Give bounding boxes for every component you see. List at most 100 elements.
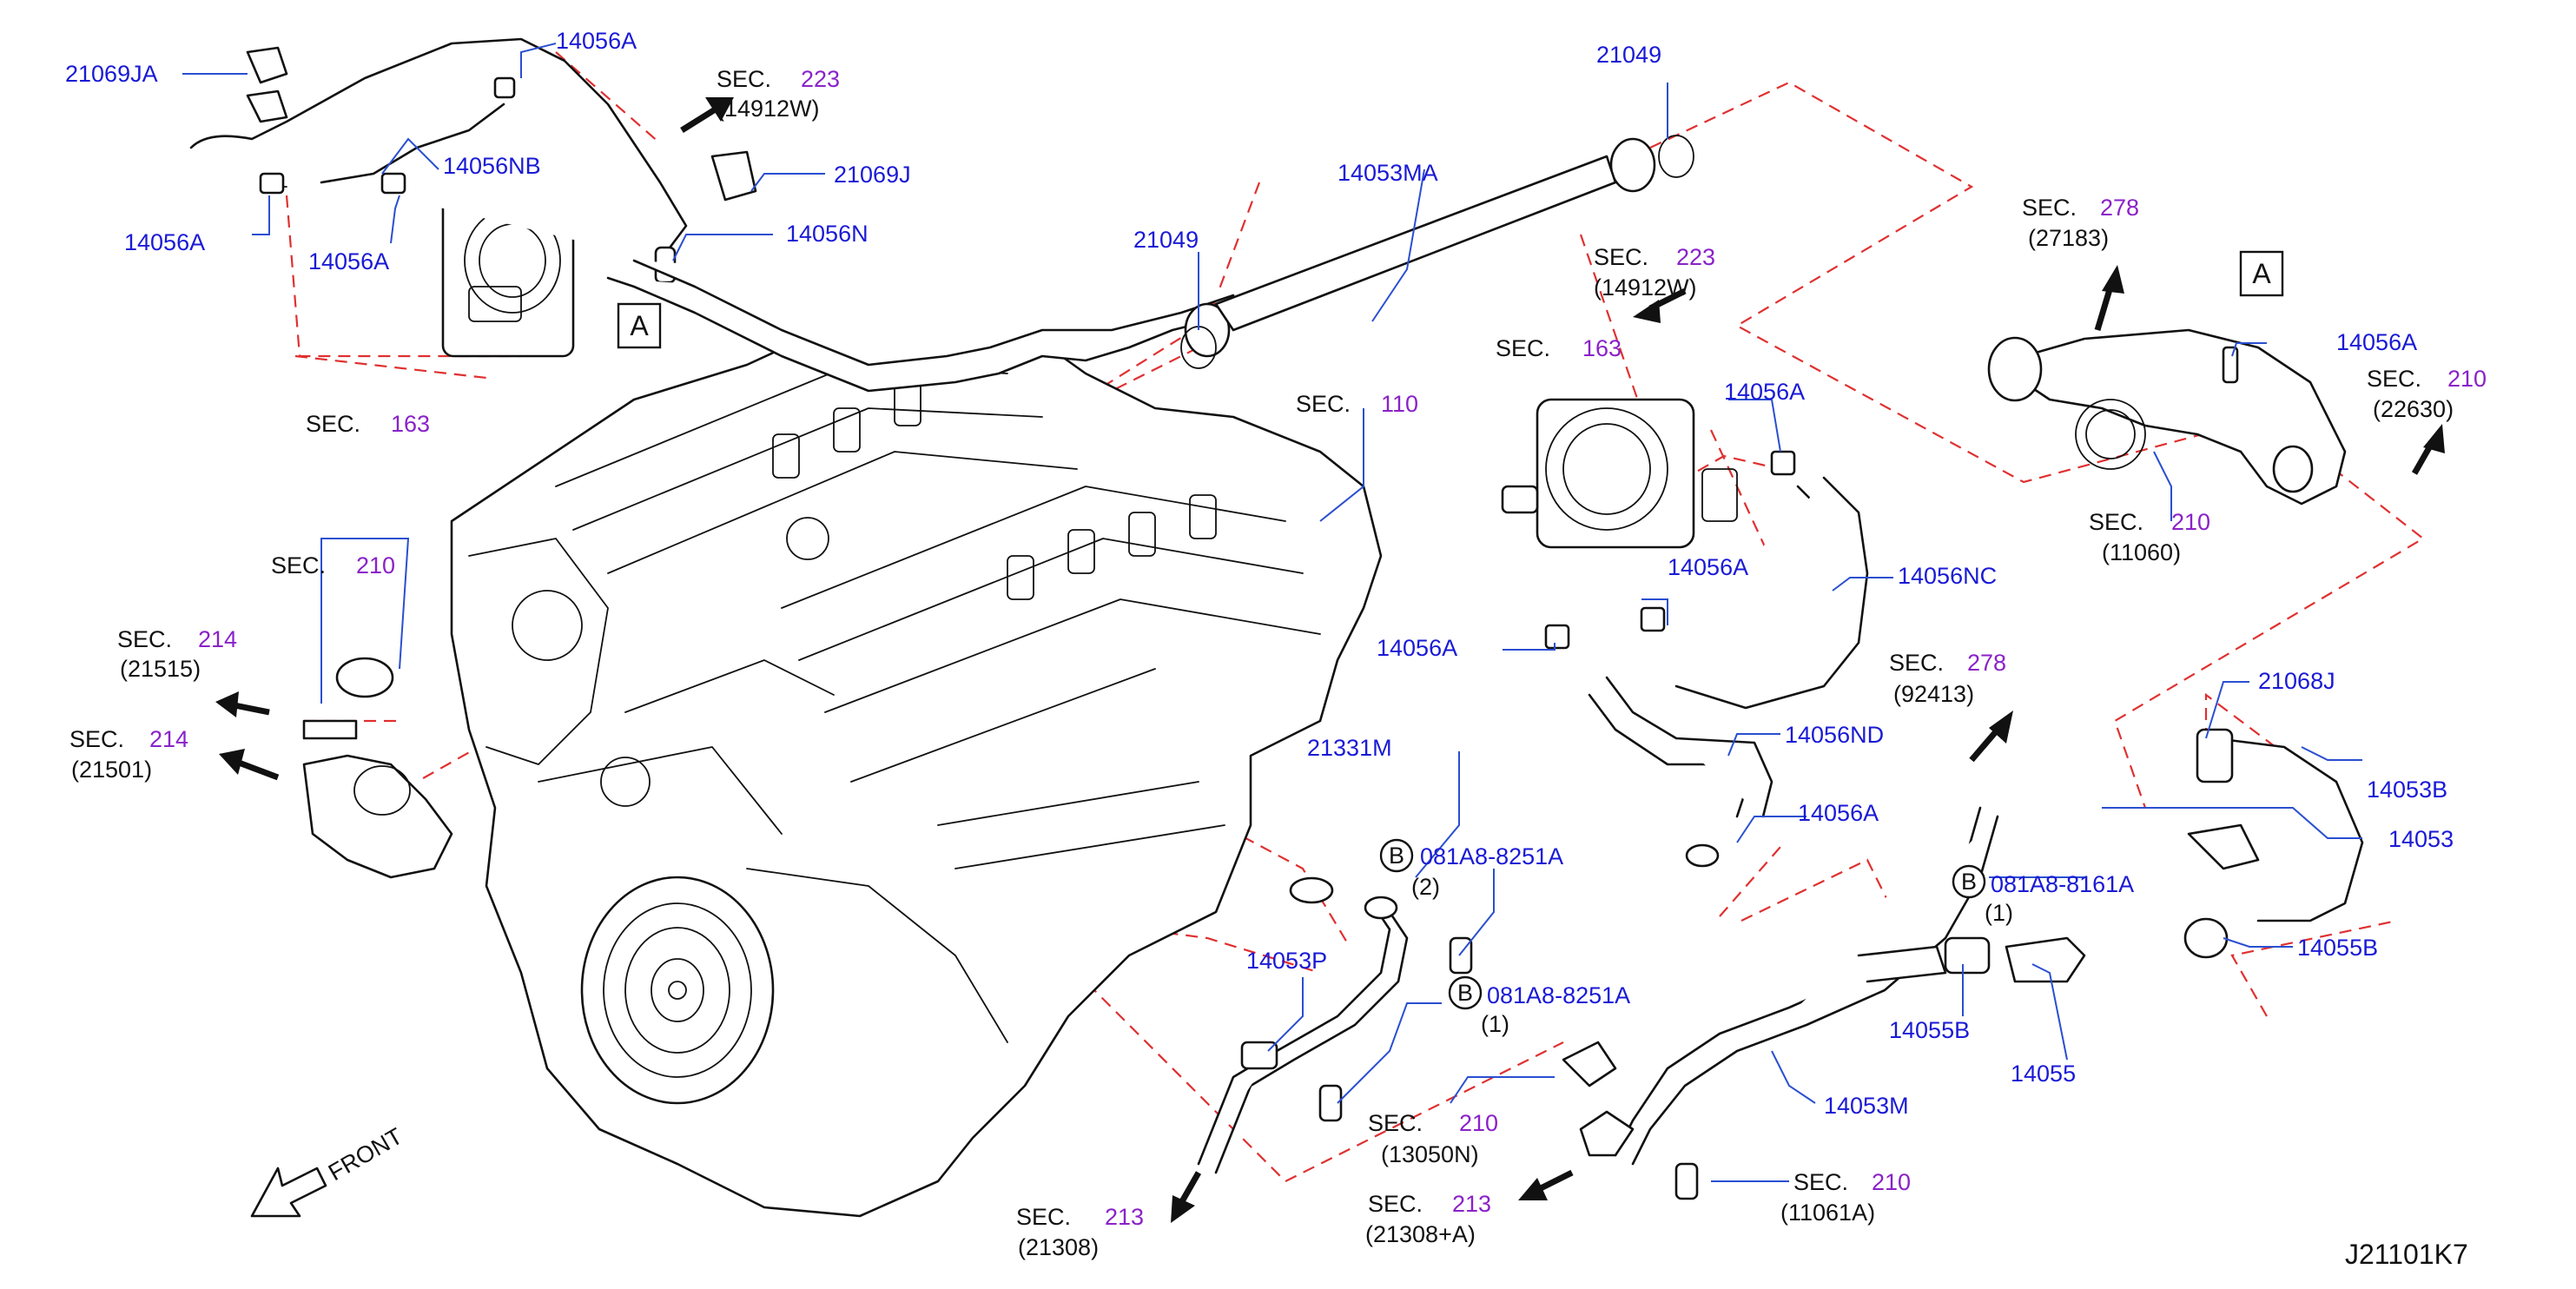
svg-text:SEC.: SEC. [1793,1169,1848,1195]
sec-223-top: SEC. 223 (14912W) [717,66,840,122]
part-14053B: 14053B [2367,777,2447,803]
svg-text:SEC.: SEC. [1594,244,1648,270]
part-21049-mid: 21049 [1133,227,1199,253]
svg-text:B: B [1457,980,1473,1006]
svg-text:214: 214 [149,726,188,752]
part-081A8-8161A: 081A8-8161A [1991,871,2134,897]
svg-text:210: 210 [2447,366,2487,392]
svg-text:B: B [1389,843,1404,869]
part-14056A-left2: 14056A [308,248,389,274]
svg-text:SEC.: SEC. [717,66,771,92]
svg-text:B: B [1961,869,1977,895]
sec-278-top: SEC. 278 (27183) [2022,195,2139,251]
diagram-code: J21101K7 [2345,1239,2468,1270]
sec-163-left: SEC. 163 [306,411,430,437]
part-14056N: 14056N [786,221,869,247]
svg-text:A: A [2252,258,2271,289]
front-label: FRONT [324,1123,407,1186]
section-references: SEC. 223 (14912W) SEC. 163 SEC. 110 SEC.… [69,66,2487,1260]
svg-text:SEC.: SEC. [69,726,124,752]
svg-text:210: 210 [1872,1169,1911,1195]
svg-text:(14912W): (14912W) [717,96,820,122]
part-14055: 14055 [2011,1061,2076,1087]
part-14053M: 14053M [1824,1093,1909,1119]
sec-210-left: SEC. 210 [271,552,395,578]
part-14056A-center3: 14056A [1377,635,1457,661]
svg-text:SEC.: SEC. [271,552,326,578]
sec-213-mid: SEC. 213 (21308+A) [1365,1191,1491,1247]
svg-text:(21501): (21501) [71,757,152,783]
water-pipe-14053M [1562,806,2086,1200]
part-14056A-center4: 14056A [1798,800,1879,826]
part-21068J: 21068J [2258,668,2335,694]
water-pipe-14053P [1197,876,1473,1174]
svg-text:213: 213 [1452,1191,1491,1217]
part-14056ND: 14056ND [1785,722,1884,748]
sec-163-mid: SEC. 163 [1496,335,1622,361]
svg-text:163: 163 [391,411,430,437]
throttle-body-center [1501,398,1738,549]
section-arrows [215,97,2445,1223]
part-14055B-mid: 14055B [1889,1017,1970,1043]
svg-text:210: 210 [356,552,395,578]
water-outlet-left [302,657,453,879]
part-081A8-8251A-1: 081A8-8251A [1420,843,1563,869]
sec-278-mid: SEC. 278 (92413) [1889,650,2006,707]
center-hoses [1544,450,1869,868]
svg-text:(21308): (21308) [1018,1234,1099,1260]
part-14055B-right: 14055B [2297,935,2378,961]
part-14056A-right: 14056A [2336,329,2417,355]
svg-text:163: 163 [1582,335,1622,361]
svg-text:(11061A): (11061A) [1780,1200,1875,1226]
svg-text:(22630): (22630) [2373,396,2454,422]
water-outlet-right [1987,328,2347,506]
water-pipe-14053 [2183,728,2364,959]
svg-text:214: 214 [198,626,237,652]
svg-text:SEC.: SEC. [117,626,172,652]
part-14053MA: 14053MA [1338,160,1438,186]
part-081A8-8251A-2: 081A8-8251A [1487,982,1630,1008]
svg-text:SEC.: SEC. [1368,1110,1423,1136]
svg-text:(21515): (21515) [120,656,201,682]
svg-text:SEC.: SEC. [2022,195,2077,221]
svg-text:(92413): (92413) [1893,681,1974,707]
sec-210-mid: SEC. 210 (11060) [2089,509,2210,565]
svg-text:SEC.: SEC. [2367,366,2421,392]
sec-210-bottom-right: SEC. 210 (11061A) [1780,1169,1911,1226]
callout-b-2: B [1448,975,1483,1010]
svg-text:210: 210 [1459,1110,1498,1136]
svg-text:SEC.: SEC. [306,411,360,437]
water-pipe-14053MA [606,135,1694,393]
part-14056A-center2: 14056A [1668,554,1748,580]
svg-text:SEC.: SEC. [1368,1191,1423,1217]
qty-1b: (1) [1985,900,2013,926]
svg-text:(27183): (27183) [2028,225,2109,251]
part-21069J: 21069J [834,162,911,188]
part-21331M: 21331M [1307,735,1392,761]
qty-1a: (1) [1481,1011,1509,1037]
part-14056A-top: 14056A [556,28,637,54]
svg-text:278: 278 [2100,195,2139,221]
callout-b-3: B [1952,864,1986,899]
svg-text:A: A [630,310,649,341]
qty-2: (2) [1411,874,1440,900]
svg-text:SEC.: SEC. [2089,509,2143,535]
svg-text:SEC.: SEC. [1496,335,1550,361]
spark-plug-towers [772,381,1217,600]
sec-223-mid: SEC. 223 (14912W) [1594,244,1715,301]
svg-text:223: 223 [1676,244,1715,270]
callout-a-right: A [2239,250,2284,297]
front-indicator: FRONT [250,1123,407,1218]
svg-text:210: 210 [2171,509,2210,535]
svg-text:110: 110 [1381,391,1418,417]
part-14056NC: 14056NC [1898,563,1997,589]
svg-text:SEC.: SEC. [1889,650,1944,676]
engine-block [450,294,1383,1218]
svg-text:223: 223 [801,66,840,92]
callout-a-left: A [617,302,662,349]
svg-text:(21308+A): (21308+A) [1365,1221,1476,1247]
sec-210-right: SEC. 210 (22630) [2367,366,2487,422]
part-14056A-center: 14056A [1724,379,1805,405]
sec-214-a: SEC. 214 (21515) [117,626,237,682]
